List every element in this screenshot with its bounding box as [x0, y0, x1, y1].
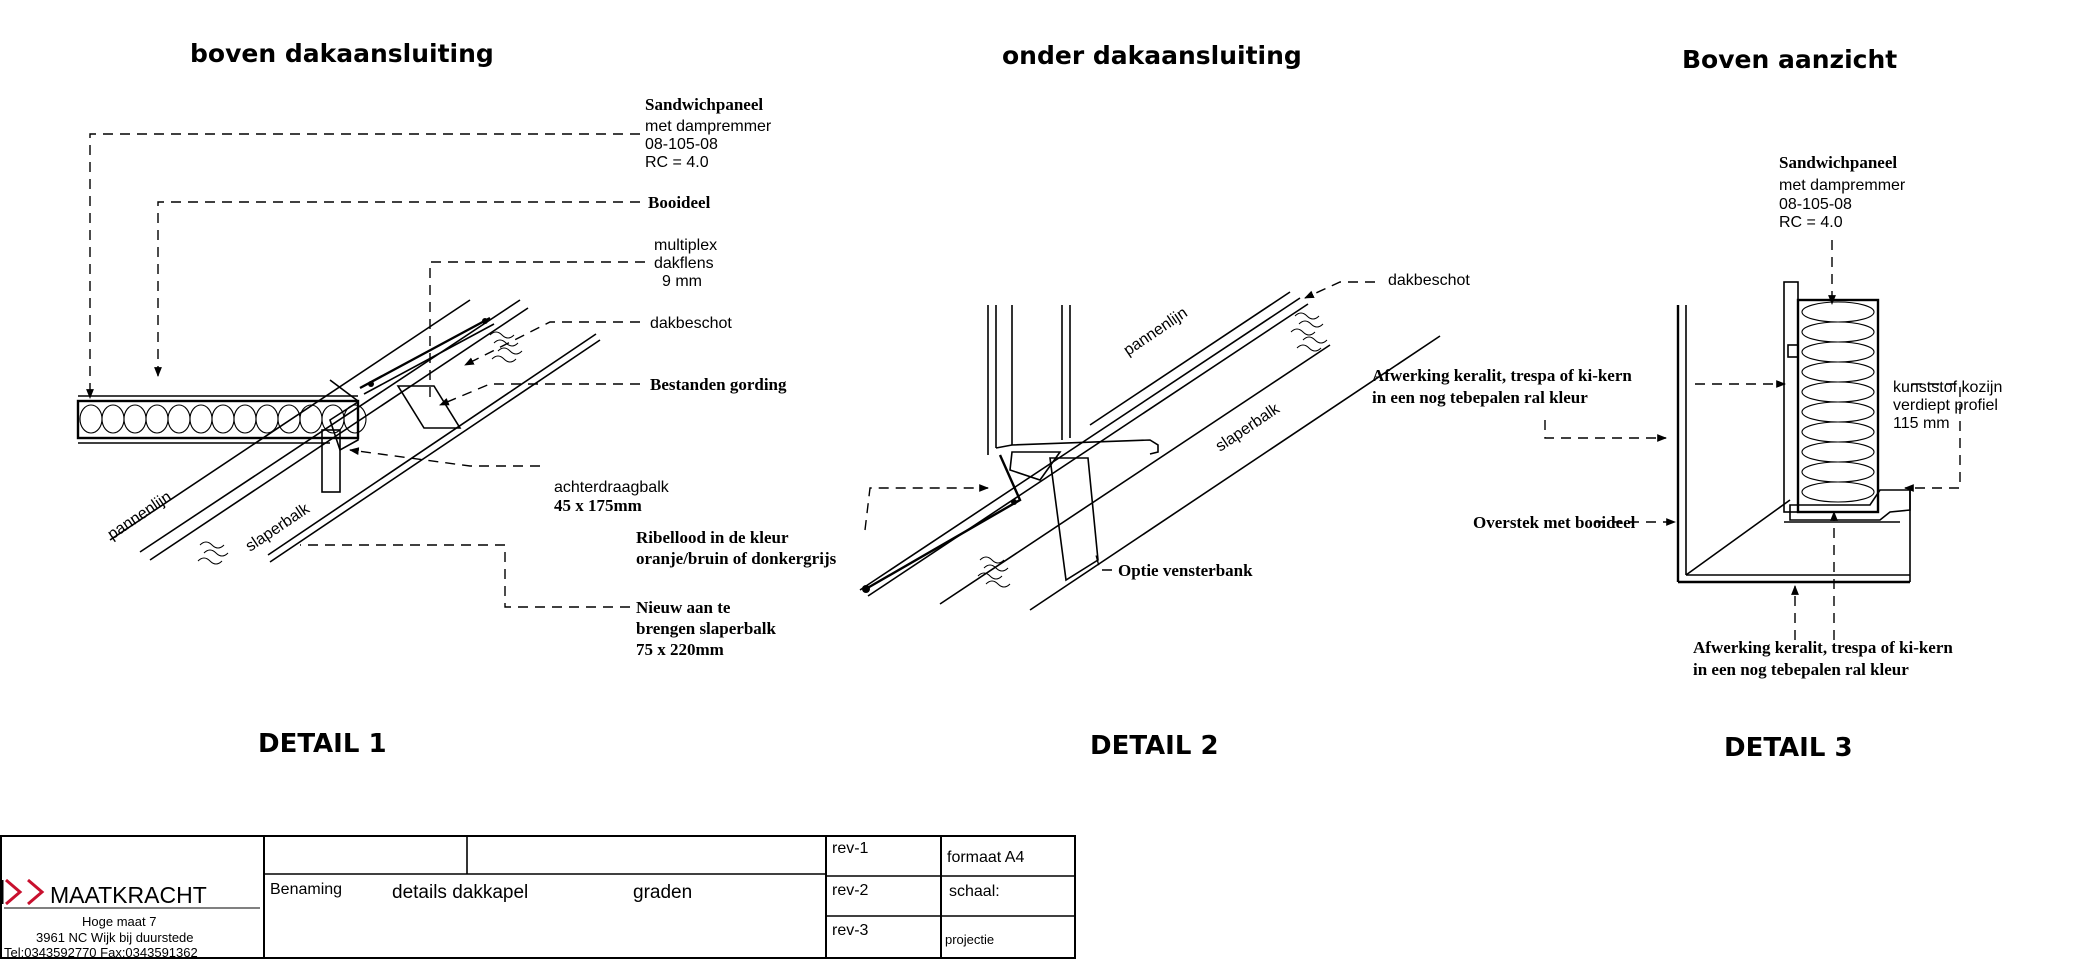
detail3-title: Boven aanzicht [1682, 45, 1897, 74]
benaming-extra: graden [633, 882, 692, 903]
d1-booideel: Booideel [648, 193, 711, 212]
d1-dakbeschot: dakbeschot [650, 315, 732, 332]
d2-ribel1: Ribellood in de kleur [636, 528, 789, 547]
d1-multiplex1: multiplex [654, 237, 717, 254]
d3-sandwich-title: Sandwichpaneel [1779, 153, 1897, 172]
d1-slaperbalk-label: slaperbalk [243, 500, 314, 555]
d3-kozijn3: 115 mm [1893, 415, 1950, 432]
schaal: schaal: [949, 883, 1000, 900]
detail2-caption: DETAIL 2 [1090, 731, 1219, 761]
address-city: 3961 NC Wijk bij duurstede [36, 930, 194, 945]
d3-sandwich-line3: RC = 4.0 [1779, 214, 1843, 231]
d3-sandwich-line1: met dampremmer [1779, 177, 1906, 194]
company-logo: MAATKRACHT [0, 878, 207, 908]
rev1: rev-1 [832, 840, 869, 857]
d1-nieuw3: 75 x 220mm [636, 640, 724, 659]
kozijn-profile [1789, 489, 1911, 521]
insulation-pattern [79, 404, 367, 434]
title-block: MAATKRACHT Hoge maat 7 3961 NC Wijk bij … [0, 835, 1076, 960]
company-name: MAATKRACHT [50, 882, 207, 908]
detail1-drawing: pannenlijn slaperbalk [76, 133, 645, 608]
d1-sandwich-title: Sandwichpaneel [645, 95, 763, 114]
d1-multiplex2: dakflens [654, 255, 714, 272]
d3-afwerking1b: in een nog tebepalen ral kleur [1372, 388, 1588, 407]
d2-ribel2: oranje/bruin of donkergrijs [636, 549, 837, 568]
d1-achter1: achterdraagbalk [554, 479, 670, 496]
d3-insulation-pattern [1801, 301, 1875, 503]
d1-sandwich-line1: met dampremmer [645, 118, 772, 135]
rev3: rev-3 [832, 922, 869, 939]
address-street: Hoge maat 7 [82, 914, 156, 929]
d1-nieuw1: Nieuw aan te [636, 598, 731, 617]
detail3-drawing [1544, 240, 1961, 640]
projectie: projectie [945, 932, 994, 947]
detail2-title: onder dakaansluiting [1002, 41, 1302, 70]
detail1-title: boven dakaansluiting [190, 39, 494, 68]
gording [396, 385, 462, 429]
d1-sandwich-line2: 08-105-08 [645, 136, 718, 153]
d1-achter2: 45 x 175mm [554, 496, 642, 515]
achterdraagbalk [321, 429, 341, 493]
d3-sandwich-line2: 08-105-08 [1779, 196, 1852, 213]
rev2: rev-2 [832, 882, 869, 899]
detail3-caption: DETAIL 3 [1724, 733, 1853, 763]
d1-sandwich-line3: RC = 4.0 [645, 154, 709, 171]
d2-soil-marks [977, 312, 1328, 588]
d1-gording: Bestanden gording [650, 375, 787, 394]
d1-nieuw2: brengen slaperbalk [636, 619, 777, 638]
d3-overstek: Overstek met booideel [1473, 513, 1636, 532]
benaming-value: details dakkapel [392, 882, 528, 903]
benaming-label: Benaming [270, 881, 342, 898]
d1-multiplex3: 9 mm [662, 273, 702, 290]
d3-afwerking2a: Afwerking keralit, trespa of ki-kern [1693, 638, 1953, 657]
contact-info: Tel:0343592770 Fax:0343591362 [4, 945, 198, 959]
d2-pannenlijn-label: pannenlijn [1121, 304, 1191, 359]
d3-afwerking2b: in een nog tebepalen ral kleur [1693, 660, 1909, 679]
d3-kozijn2: verdiept profiel [1893, 397, 1998, 414]
vensterbank-support [1049, 457, 1099, 582]
detail1-caption: DETAIL 1 [258, 729, 387, 759]
soil-marks [197, 331, 523, 565]
d3-kozijn1: kunststof kozijn [1893, 379, 2002, 396]
d2-vensterbank: Optie vensterbank [1118, 561, 1253, 580]
d2-dakbeschot: dakbeschot [1388, 272, 1470, 289]
formaat: formaat A4 [947, 849, 1024, 866]
d3-afwerking1a: Afwerking keralit, trespa of ki-kern [1372, 366, 1632, 385]
